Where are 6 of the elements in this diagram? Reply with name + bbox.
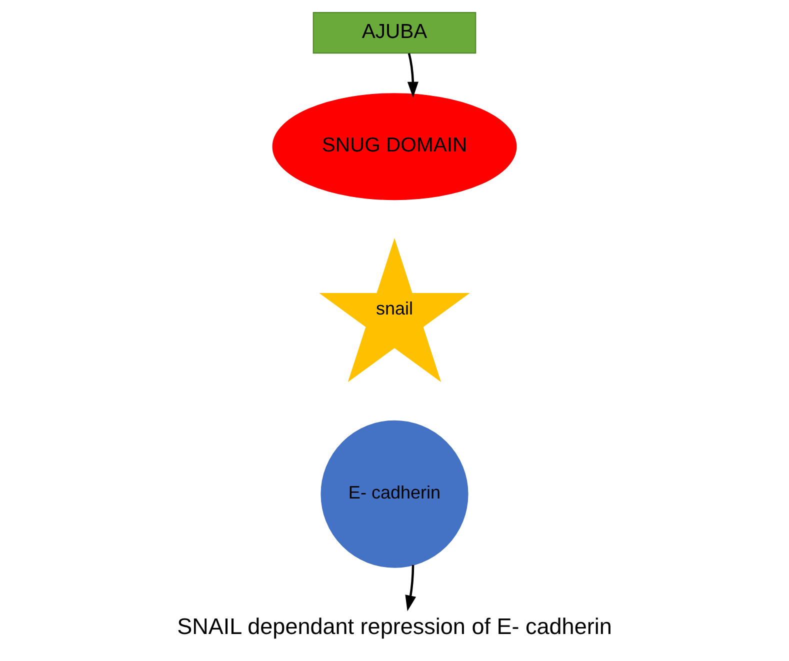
- node-circle: E- cadherin: [320, 420, 468, 568]
- node-ellipse: SNUG DOMAIN: [272, 93, 517, 200]
- arrow: [407, 53, 418, 98]
- arrow: [405, 565, 416, 612]
- node-box: AJUBA: [312, 12, 476, 54]
- node-text: SNAIL dependant repression of E- cadherin: [177, 614, 612, 639]
